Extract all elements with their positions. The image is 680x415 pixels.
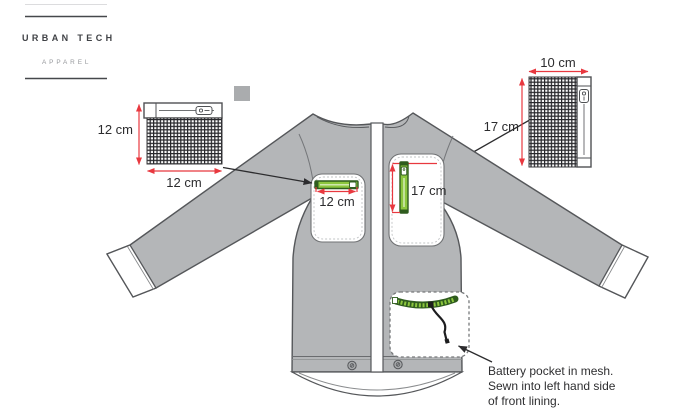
leader-arrow-battery-pocket — [458, 345, 493, 363]
zipper-pull-left-chest — [349, 181, 357, 188]
jacket-illustration: 12 cm 17 cm — [106, 112, 649, 397]
left-cuff — [106, 244, 157, 298]
battery-pocket — [389, 291, 470, 358]
battery-note-line2: Sewn into left hand side — [488, 379, 616, 393]
chest-left-width-label: 12 cm — [319, 194, 354, 209]
brand-logo: URBAN TECH APPAREL — [22, 15, 116, 80]
zipper-chest-right — [399, 161, 409, 214]
detail-left-mesh — [146, 117, 223, 165]
battery-note: Battery pocket in mesh. Sewn into left h… — [488, 364, 616, 408]
detail-left-width-label: 12 cm — [166, 175, 201, 190]
chest-pocket-right: 17 cm — [388, 153, 446, 247]
zipper-slider-battery — [428, 301, 434, 307]
chest-pocket-left: 12 cm — [310, 173, 366, 243]
battery-note-line1: Battery pocket in mesh. — [488, 364, 613, 378]
battery-note-line3: of front lining. — [488, 394, 560, 408]
snap-button-right — [393, 359, 403, 370]
shirttail — [289, 371, 465, 397]
mesh-pocket-detail-right: 10 cm 17 cm — [484, 55, 592, 168]
shirttail-inner-curve — [298, 372, 456, 391]
zipper-battery — [392, 295, 459, 309]
battery-cable-plug — [444, 338, 450, 344]
battery-cable — [430, 305, 448, 341]
detail-right-mesh — [528, 76, 578, 168]
chest-right-height-label: 17 cm — [411, 183, 446, 198]
mesh-pocket-detail-left: 12 cm 12 cm — [98, 102, 223, 190]
collar-seam — [316, 115, 410, 128]
detail-right-height-label: 17 cm — [484, 119, 519, 134]
zipper-pull-right-chest — [400, 166, 408, 176]
detail-left-zipper-pull — [195, 106, 213, 115]
brand-subtitle: APPAREL — [42, 59, 91, 66]
brand-title: URBAN TECH — [22, 33, 116, 43]
zipper-chest-left — [314, 180, 359, 190]
detail-right-zipper-pull — [579, 89, 589, 103]
leader-arrow-left-pocket — [222, 166, 313, 185]
detail-right-width-label: 10 cm — [540, 55, 575, 70]
jacket-placket — [370, 122, 384, 373]
snap-button-left — [347, 360, 357, 371]
right-cuff — [598, 244, 649, 299]
fabric-swatch — [234, 86, 250, 101]
detail-left-height-label: 12 cm — [98, 122, 133, 137]
